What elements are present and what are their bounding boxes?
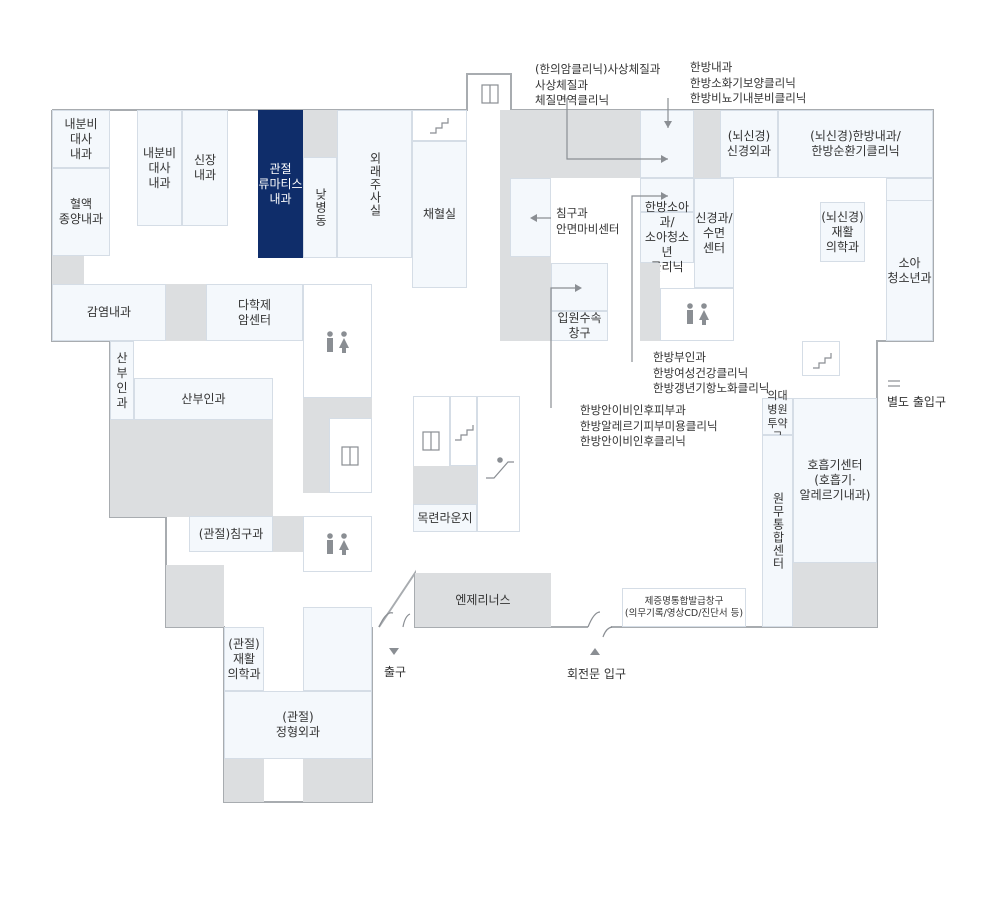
room-neuro-surgery[interactable]: (뇌신경) 신경외과 [720, 110, 778, 178]
room-endocrine-small[interactable]: 내분비 대사 내과 [52, 110, 110, 168]
room-day-ward[interactable]: 낮병동 [303, 157, 337, 258]
room-angelinus[interactable]: 엔제리너스 [415, 573, 551, 627]
service-area [640, 263, 660, 341]
callout-sasang: (한의암클리닉)사상체질과 사상체질과 체질면역클리닉 [535, 62, 661, 108]
room-joint-acupuncture[interactable]: (관절)침구과 [189, 516, 273, 552]
service-area [793, 563, 877, 627]
corridor [303, 607, 372, 691]
service-area [52, 256, 84, 284]
room-blood-draw[interactable]: 채혈실 [412, 141, 467, 288]
room-neurology-sleep[interactable]: 신경과/ 수면 센터 [694, 178, 734, 288]
room-joint-ortho[interactable]: (관절) 정형외과 [224, 691, 372, 759]
room-onestop-center[interactable]: 원무통합센터 [762, 435, 793, 627]
stairs-area [802, 341, 840, 376]
room-cancer-center[interactable]: 다학제 암센터 [206, 284, 303, 341]
room-magnolia-lounge[interactable]: 목련라운지 [413, 504, 477, 532]
room-pulmonary-center[interactable]: 호흡기센터 (호흡기· 알레르기내과) [793, 398, 877, 563]
callout-gynecology: 한방부인과 한방여성건강클리닉 한방갱년기항노화클리닉 [653, 350, 770, 396]
room-pediatrics[interactable]: 소아 청소년과 [886, 200, 933, 341]
service-area [110, 420, 273, 517]
escalator-area [477, 396, 520, 532]
room-nephrology[interactable]: 신장 내과 [182, 110, 228, 226]
service-area [303, 110, 337, 157]
service-area [303, 759, 372, 802]
service-area [166, 565, 224, 627]
obstetrics-label: 산부인과 [181, 391, 226, 406]
room-neuro-rehab[interactable]: (뇌신경) 재활 의학과 [820, 202, 865, 262]
restroom-area [660, 288, 734, 341]
callout-ent: 한방안이비인후피부과 한방알레르기피부미용클리닉 한방안이비인후클리닉 [580, 403, 718, 449]
room-joint-rehab[interactable]: (관절) 재활 의학과 [224, 627, 264, 691]
room-certificate-desk[interactable]: 제증명통합발급창구 (의무기록/영상CD/진단서 등) [622, 588, 746, 627]
callout-acupuncture: 침구과 안면마비센터 [556, 206, 620, 236]
room-endocrine-large[interactable]: 내분비 대사 내과 [137, 110, 182, 226]
room-hematology-oncology[interactable]: 혈액 종양내과 [52, 168, 110, 256]
room-rheumatology[interactable]: 관절 류마티스 내과 [258, 110, 303, 258]
service-area [694, 110, 720, 178]
elevator-area [329, 418, 372, 493]
service-area [273, 516, 303, 552]
callout-korean-internal: 한방내과 한방소화기보양클리닉 한방비뇨기내분비클리닉 [690, 60, 807, 106]
room-obstetrics-main[interactable]: 산부인과 [134, 378, 273, 420]
room-neuro-korean-internal[interactable]: (뇌신경)한방내과/ 한방순환기클리닉 [778, 110, 933, 178]
separate-entrance-label[interactable]: 별도 출입구 [887, 395, 947, 409]
service-area [166, 284, 206, 341]
corridor [640, 178, 694, 212]
revolving-door-label[interactable]: 회전문 입구 [567, 667, 627, 681]
room-infectious-disease[interactable]: 감염내과 [52, 284, 166, 341]
room-obstetrics[interactable]: 산부인과 [110, 341, 134, 420]
restroom-area [303, 284, 372, 398]
service-area [224, 759, 264, 802]
stairs-area [412, 110, 467, 141]
stairs-area [450, 396, 477, 466]
service-area [413, 466, 477, 504]
exit-label[interactable]: 출구 [384, 665, 407, 679]
room-injection[interactable]: 외래주사실 [337, 110, 412, 258]
restroom-area [303, 516, 372, 572]
